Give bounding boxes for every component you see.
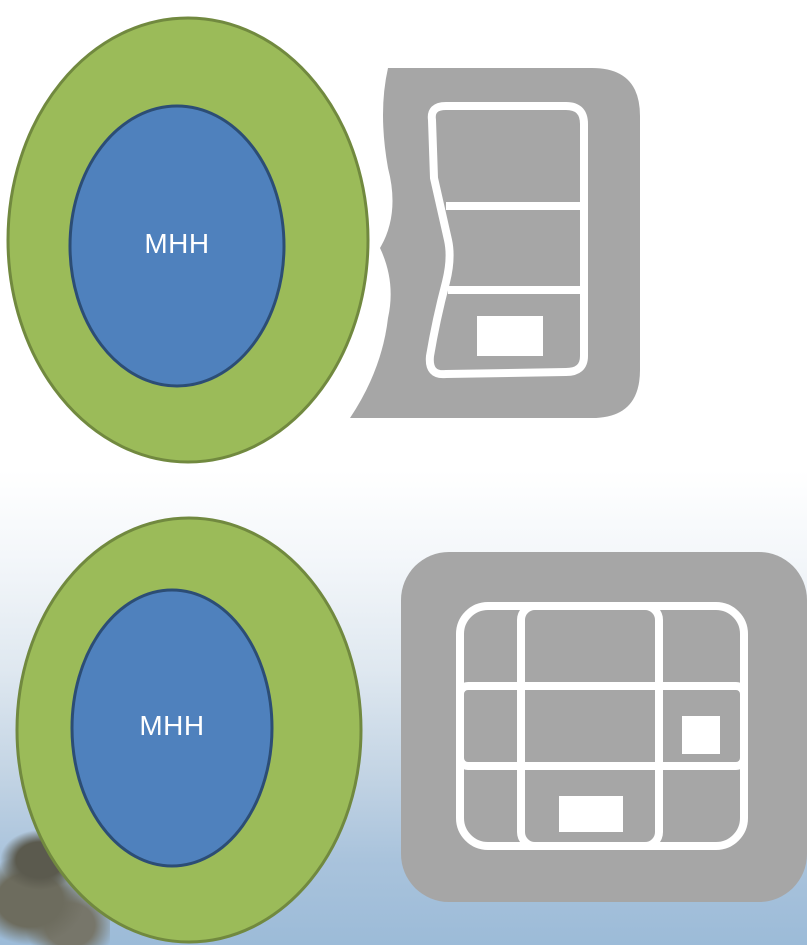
node-label-2: MHH (92, 710, 252, 742)
tablet-bottom-button (559, 796, 623, 832)
phone-home-button (477, 316, 543, 356)
phone-portrait-icon (350, 68, 640, 418)
tablet-landscape-icon (401, 552, 807, 902)
phone-body (350, 68, 640, 418)
tablet-side-button (682, 716, 720, 754)
node-label-1: MHH (97, 228, 257, 260)
